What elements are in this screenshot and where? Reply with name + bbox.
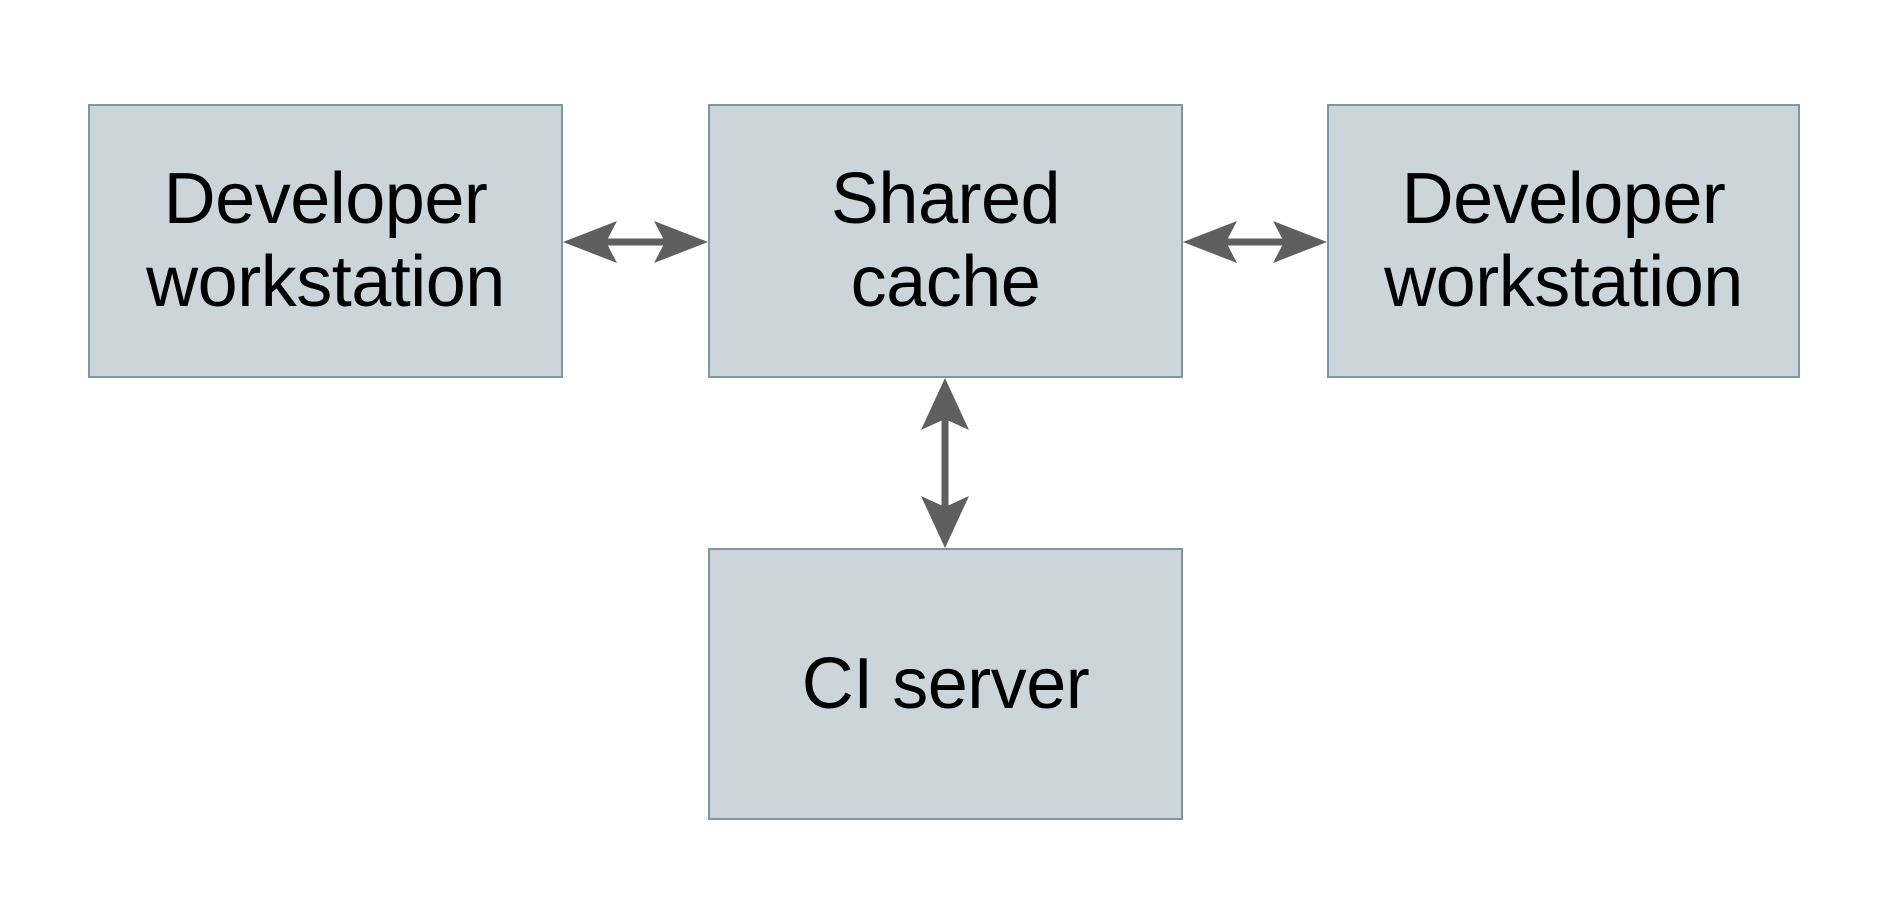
node-developer-workstation-right[interactable]: Developer workstation [1327, 104, 1800, 378]
edge-cache-ci [921, 378, 969, 548]
node-ci-server[interactable]: CI server [708, 548, 1183, 820]
node-developer-workstation-left[interactable]: Developer workstation [88, 104, 563, 378]
node-shared-cache[interactable]: Shared cache [708, 104, 1183, 378]
node-label: Developer workstation [1384, 159, 1743, 322]
node-label: Shared cache [830, 159, 1061, 322]
edge-dev-left-cache [563, 221, 708, 263]
node-label: CI server [801, 643, 1090, 724]
edge-cache-dev-right [1183, 221, 1327, 263]
node-label: Developer workstation [146, 159, 505, 322]
